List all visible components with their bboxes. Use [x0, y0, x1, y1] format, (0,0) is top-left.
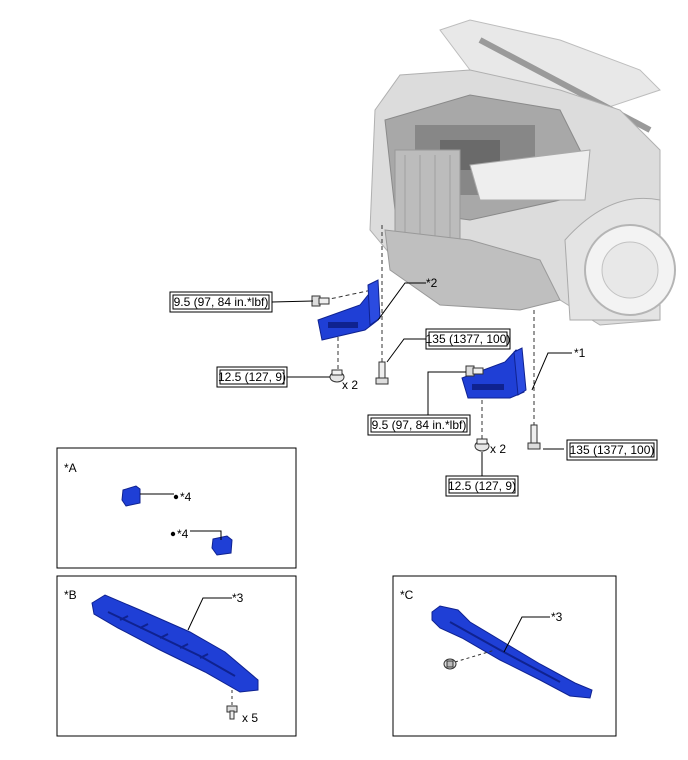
torque-box-bolt-right: 9.5 (97, 84 in.*lbf)	[367, 414, 471, 436]
callout-label: *4	[177, 527, 189, 541]
engine-undercover-part	[431, 605, 593, 699]
long-bolt-icon	[527, 424, 541, 450]
callout-label: *2	[426, 276, 438, 290]
torque-value: 12.5 (127, 9)	[448, 479, 516, 493]
callout-label: *4	[180, 490, 192, 504]
torque-value: 135 (1377, 100)	[426, 332, 511, 346]
bolt-icon	[465, 365, 484, 377]
nut-icon	[474, 438, 490, 452]
clip-part	[121, 485, 141, 507]
screw-icon	[443, 658, 457, 670]
panel-label: *C	[400, 588, 414, 602]
panel-c: *C *3	[392, 575, 617, 737]
torque-value: 9.5 (97, 84 in.*lbf)	[372, 418, 467, 432]
torque-value: 12.5 (127, 9)	[218, 370, 286, 384]
torque-box-nut-left: 12.5 (127, 9)	[216, 366, 288, 388]
panel-b: *B *3 x 5	[56, 575, 297, 737]
panel-label: *B	[64, 588, 77, 602]
torque-value: 9.5 (97, 84 in.*lbf)	[174, 295, 269, 309]
torque-box-bolt-large-right: 135 (1377, 100)	[566, 439, 658, 461]
panel-a: *A *4 *4	[56, 447, 297, 569]
quantity-label: x 2	[342, 378, 358, 392]
callout-label: *3	[232, 591, 244, 605]
torque-box-bolt-left: 9.5 (97, 84 in.*lbf)	[169, 291, 273, 313]
quantity-label: x 5	[242, 711, 258, 725]
vehicle-front-illustration	[369, 19, 676, 326]
torque-value: 135 (1377, 100)	[570, 443, 655, 457]
bracket-part-2	[317, 279, 381, 341]
quantity-label: x 2	[490, 442, 506, 456]
callout-label: *1	[574, 346, 586, 360]
bolt-icon	[311, 295, 330, 307]
bracket-part-1	[461, 347, 527, 399]
clip-part	[211, 535, 233, 556]
long-bolt-icon	[375, 361, 389, 385]
torque-box-bolt-large-left: 135 (1377, 100)	[425, 328, 511, 350]
callout-leaders	[271, 282, 572, 476]
panel-label: *A	[64, 461, 77, 475]
torque-box-nut-right: 12.5 (127, 9)	[445, 475, 519, 497]
screw-icon	[226, 705, 238, 720]
callout-label: *3	[551, 610, 563, 624]
